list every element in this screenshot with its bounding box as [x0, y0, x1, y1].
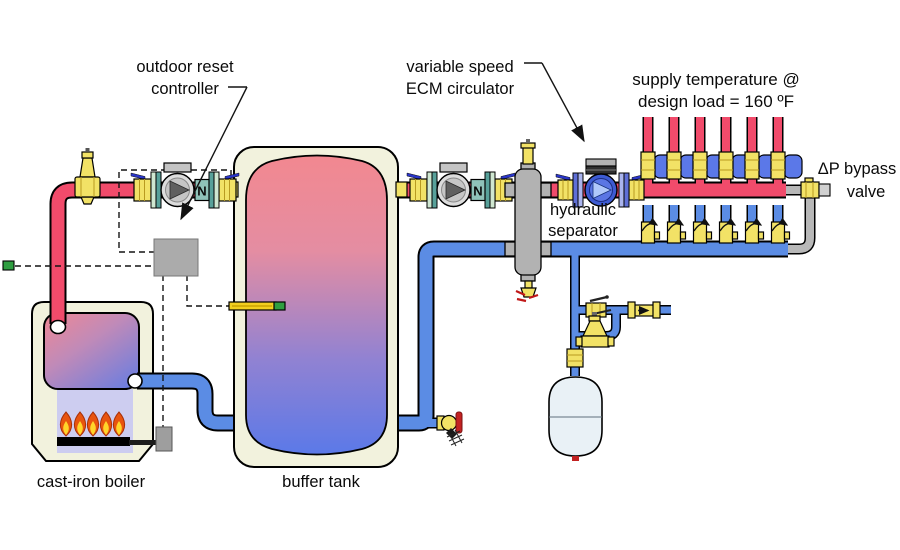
bypass-valve-cap — [818, 183, 831, 197]
bypass-pipe — [785, 197, 814, 253]
tank-circulator-pump — [406, 162, 516, 209]
label-buffer-tank: buffer tank — [282, 473, 360, 491]
return-manifold — [640, 217, 791, 244]
label-supply-temp-1: supply temperature @ — [632, 70, 800, 89]
burner-flames — [59, 411, 126, 437]
ecm-drive-cap — [585, 158, 617, 167]
label-bypass-2: valve — [847, 183, 886, 201]
label-ecm-1: variable speed — [406, 58, 513, 76]
label-bypass-1: ΔP bypass — [818, 160, 897, 178]
flame-icon — [73, 411, 87, 437]
burner-bar — [57, 437, 130, 446]
separator-drain-valve — [515, 280, 539, 303]
buffer-tank — [226, 146, 408, 468]
label-separator-1: hydraulic — [550, 201, 616, 219]
drain-spray — [446, 429, 465, 447]
boiler-relief-valve — [74, 148, 101, 205]
flame-icon — [112, 411, 126, 437]
boiler-supply-port — [49, 319, 67, 335]
burner-rod — [129, 440, 158, 445]
ecm-circulator-pump — [555, 158, 647, 208]
hydraulic-separator — [504, 139, 552, 303]
label-supply-temp-2: design load = 160 ºF — [638, 92, 794, 111]
expansion-tank — [548, 376, 603, 461]
balancing-valve — [718, 217, 739, 244]
balancing-valve — [744, 217, 765, 244]
tank-union-fitting — [395, 181, 408, 198]
check-valve — [627, 301, 661, 319]
flame-icon — [99, 411, 113, 437]
label-separator-2: separator — [548, 222, 618, 240]
annotation-arrows — [180, 62, 585, 221]
makeup-water-assembly — [548, 295, 661, 461]
cast-iron-boiler — [31, 301, 158, 462]
balancing-valve — [692, 217, 713, 244]
drain-handle — [455, 411, 463, 434]
pressure-reducing-valve — [575, 309, 615, 348]
boiler-return-port — [127, 373, 143, 389]
balancing-valve — [666, 217, 687, 244]
boiler-heat-exchanger — [43, 312, 140, 390]
supply-manifold — [640, 151, 803, 180]
label-ecm-2: ECM circulator — [406, 80, 515, 98]
balancing-valve — [640, 217, 661, 244]
burner-control-box — [155, 426, 173, 452]
outdoor-reset-controller — [153, 238, 199, 277]
tank-temperature-sensor — [228, 301, 286, 311]
label-outdoor-reset-2: controller — [151, 80, 219, 98]
union-fitting — [566, 348, 584, 368]
air-valve — [572, 456, 579, 461]
label-outdoor-reset-1: outdoor reset — [136, 58, 234, 76]
outdoor-temperature-sensor — [2, 260, 15, 271]
dp-bypass-valve — [800, 177, 831, 199]
flame-icon — [86, 411, 100, 437]
purge-drain-valve — [436, 411, 465, 447]
label-boiler: cast-iron boiler — [37, 473, 146, 491]
buffer-tank-vessel — [245, 154, 388, 456]
air-vent-icon — [520, 139, 536, 165]
flame-icon — [59, 411, 73, 437]
supply-pipe — [51, 183, 786, 324]
control-wiring — [15, 169, 232, 428]
balancing-valve — [770, 217, 791, 244]
zone-valve-actuator — [770, 151, 803, 180]
valve-cap — [85, 148, 90, 152]
